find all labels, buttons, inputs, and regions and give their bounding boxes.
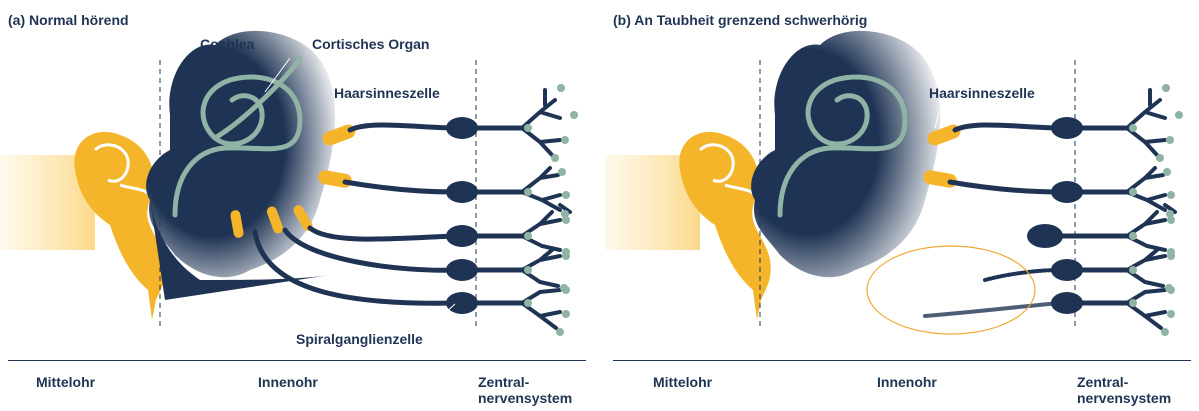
- label-haarsinneszelle: Haarsinneszelle: [929, 85, 1035, 101]
- baseline-rule: [8, 360, 586, 361]
- panel-severe-hearing-loss: (b) An Taubheit grenzend schwerhörig: [605, 0, 1195, 411]
- degenerated-fibers: [925, 270, 1060, 316]
- degeneration-highlight: [867, 246, 1035, 334]
- region-zns-line2: nervensystem: [1077, 390, 1171, 406]
- spiral-ganglion-cells: [446, 117, 478, 314]
- ear-illustration: [605, 0, 1195, 411]
- region-innenohr: Innenohr: [877, 374, 937, 390]
- region-zns: Zentral- nervensystem: [478, 374, 572, 406]
- region-zns: Zentral- nervensystem: [1077, 374, 1171, 406]
- region-mittelohr: Mittelohr: [36, 374, 95, 390]
- cochlea-body: [146, 31, 335, 277]
- region-zns-line1: Zentral-: [478, 374, 572, 390]
- region-zns-line2: nervensystem: [478, 390, 572, 406]
- region-zns-line1: Zentral-: [1077, 374, 1171, 390]
- ear-illustration: [0, 0, 590, 411]
- nerve-fibers: [950, 125, 1060, 192]
- region-mittelohr: Mittelohr: [653, 374, 712, 390]
- region-innenohr: Innenohr: [258, 374, 318, 390]
- label-cortisches-organ: Cortisches Organ: [312, 36, 429, 52]
- label-haarsinneszelle: Haarsinneszelle: [334, 85, 440, 101]
- cochlea-body: [751, 31, 940, 277]
- panel-normal-hearing: (a) Normal hörend: [0, 0, 590, 411]
- label-cochlea: Cochlea: [200, 36, 254, 52]
- baseline-rule: [613, 360, 1191, 361]
- label-spiralganglienzelle: Spiralganglienzelle: [296, 331, 423, 347]
